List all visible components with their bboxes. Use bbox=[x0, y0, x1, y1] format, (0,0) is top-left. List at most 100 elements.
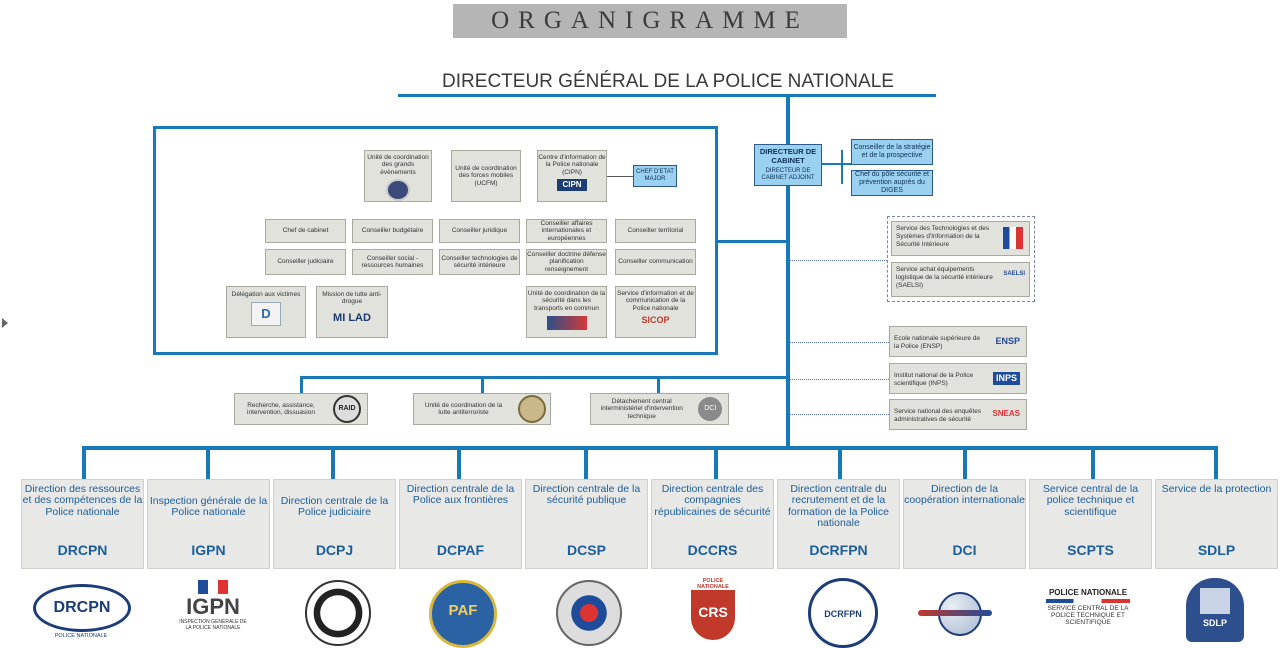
direction-name: Direction centrale de la Police aux fron… bbox=[406, 483, 515, 507]
uc-transports-label: Unité de coordination de la sécurité dan… bbox=[527, 290, 606, 312]
direction-name: Direction centrale de la Police judiciai… bbox=[280, 495, 389, 519]
dci-swoosh bbox=[918, 610, 992, 616]
direction-abbr: DCPJ bbox=[315, 542, 354, 558]
cabinet-vlink bbox=[841, 150, 843, 184]
school-logo: ENSP bbox=[995, 336, 1020, 346]
igpn-flag-icon bbox=[198, 580, 228, 594]
direction-abbr: DCSP bbox=[567, 542, 606, 558]
raid-label: Recherche, assistance, intervention, dis… bbox=[247, 401, 315, 416]
conseiller-label: Conseiller judiciaire bbox=[277, 258, 334, 266]
delegation-victimes-box: Délégation aux victimes D bbox=[226, 286, 306, 338]
sdlp-logo-text: SDLP bbox=[1202, 618, 1227, 628]
direction-box: Service central de la police technique e… bbox=[1029, 479, 1152, 569]
direction-name: Service central de la police technique e… bbox=[1042, 483, 1139, 518]
drcpn-logo-ellipse-icon: DRCPN bbox=[33, 584, 131, 632]
direction-box: Inspection générale de la Police nationa… bbox=[147, 479, 270, 569]
uc-transports-logo-icon bbox=[546, 316, 587, 331]
direction-box: Direction centrale de la Police judiciai… bbox=[273, 479, 396, 569]
saelsi-logo: SAELSI bbox=[1003, 271, 1025, 277]
units-hline bbox=[300, 376, 788, 379]
school-logo: SNEAS bbox=[992, 409, 1020, 418]
service-label: Service achat équipements logistique de … bbox=[896, 266, 993, 289]
direction-box: Direction centrale de la sécurité publiq… bbox=[525, 479, 648, 569]
uc-grands-evenements-emblem-icon bbox=[386, 179, 410, 201]
uc-grands-evenements-box: Unité de coordination des grands évèneme… bbox=[364, 150, 432, 202]
dcit-label: Détachement central interministériel d'i… bbox=[600, 397, 683, 420]
mission-antidrogue-box: Mission de lutte anti-drogue MI LAD bbox=[316, 286, 388, 338]
direction-name: Direction centrale de la sécurité publiq… bbox=[532, 483, 641, 507]
conseiller-box: Conseiller territorial bbox=[615, 219, 696, 243]
direction-name: Direction centrale des compagnies républ… bbox=[654, 483, 771, 518]
left-expand-icon[interactable] bbox=[2, 318, 8, 328]
igpn-logo: IGPN INSPECTION GÉNÉRALE DE LA POLICE NA… bbox=[178, 580, 248, 642]
units-drop bbox=[481, 376, 484, 394]
conseiller-label: Conseiller juridique bbox=[451, 227, 508, 235]
ucfm-label: Unité de coordination des forces mobiles… bbox=[455, 164, 517, 187]
direction-drop bbox=[331, 446, 335, 479]
direction-drop bbox=[457, 446, 461, 479]
direction-abbr: DCI bbox=[952, 542, 977, 558]
conseiller-label: Conseiller budgétaire bbox=[361, 227, 424, 235]
school-label: Institut national de la Police scientifi… bbox=[894, 372, 974, 387]
direction-box: Direction des ressources et des compéten… bbox=[21, 479, 144, 569]
direction-abbr: IGPN bbox=[191, 542, 226, 558]
conseiller-label: Conseiller technologies de sécurité inté… bbox=[441, 254, 518, 269]
ucfm-box: Unité de coordination des forces mobiles… bbox=[451, 150, 521, 202]
units-drop bbox=[300, 376, 303, 394]
cipn-logo: CIPN bbox=[557, 179, 587, 191]
milad-logo: MI LAD bbox=[333, 311, 371, 324]
conseiller-label: Conseiller doctrine défense planificatio… bbox=[527, 250, 606, 273]
conseiller-box: Conseiller communication bbox=[615, 249, 696, 275]
dcrfpn-logo: DCRFPN bbox=[808, 578, 878, 648]
direction-name: Service de la protection bbox=[1161, 483, 1272, 495]
frame-link bbox=[718, 240, 788, 243]
direction-drop bbox=[1091, 446, 1095, 479]
school-box: Service national des enquêtes administra… bbox=[889, 399, 1027, 430]
direction-box: Direction centrale de la Police aux fron… bbox=[399, 479, 522, 569]
school-label: Service national des enquêtes administra… bbox=[894, 408, 982, 423]
direction-abbr: DCCRS bbox=[687, 542, 738, 558]
cipn-box: Centre d'information de la Police nation… bbox=[537, 150, 607, 202]
cipn-label: Centre d'information de la Police nation… bbox=[538, 154, 606, 176]
directions-hline bbox=[82, 446, 1218, 450]
cabinet-link bbox=[821, 163, 851, 165]
scpts-stripe-icon bbox=[1046, 599, 1130, 603]
service-label: Service des Technologies et des Systèmes… bbox=[896, 225, 990, 248]
sicop-box: Service d'information et de communicatio… bbox=[615, 286, 696, 338]
scpts-logo-top: POLICE NATIONALE bbox=[1048, 588, 1128, 597]
dg-underline bbox=[398, 94, 936, 97]
conseiller-box: Conseiller technologies de sécurité inté… bbox=[439, 249, 520, 275]
direction-abbr: SCPTS bbox=[1067, 542, 1114, 558]
raid-logo: RAID bbox=[333, 395, 361, 423]
dcrfpn-logo-text: DCRFPN bbox=[824, 609, 862, 619]
sicop-label: Service d'information et de communicatio… bbox=[617, 290, 694, 312]
direction-drop bbox=[1214, 446, 1218, 479]
conseiller-label: Conseiller affaires internationales et e… bbox=[540, 219, 593, 242]
direction-drop bbox=[206, 446, 210, 479]
sdlp-building-icon bbox=[1200, 588, 1230, 614]
direction-name: Direction centrale du recrutement et de … bbox=[788, 483, 889, 529]
etat-major-frame bbox=[153, 126, 718, 355]
igpn-logo-text: IGPN bbox=[186, 594, 240, 619]
chef-pole-box: Chef du pôle sécurité et prévention aupr… bbox=[851, 170, 933, 196]
services-group bbox=[887, 216, 1035, 302]
services-link bbox=[790, 260, 887, 261]
direction-name: Inspection générale de la Police nationa… bbox=[149, 495, 268, 519]
direction-box: Direction de la coopération internationa… bbox=[903, 479, 1026, 569]
conseiller-box: Chef de cabinet bbox=[265, 219, 346, 243]
directeur-adjoint-label: DIRECTEUR DE CABINET ADJOINT bbox=[761, 167, 815, 181]
page-title: ORGANIGRAMME bbox=[453, 4, 847, 38]
dcsp-logo-icon bbox=[556, 580, 622, 646]
dccrs-logo-text: CRS bbox=[698, 604, 728, 620]
direction-drop bbox=[584, 446, 588, 479]
conseiller-label: Conseiller communication bbox=[618, 258, 693, 266]
conseiller-box: Conseiller doctrine défense planificatio… bbox=[526, 249, 607, 275]
raid-box: Recherche, assistance, intervention, dis… bbox=[234, 393, 368, 425]
drcpn-logo-text: DRCPN bbox=[53, 599, 111, 616]
chef-etat-major-label: CHEF D'ETAT MAJOR bbox=[636, 169, 674, 182]
conseiller-label: Conseiller social - ressources humaines bbox=[361, 254, 424, 269]
schools-link bbox=[790, 414, 889, 415]
conseiller-label: Chef de cabinet bbox=[282, 227, 329, 235]
school-box: Ecole nationale supérieure de la Police … bbox=[889, 326, 1027, 357]
direction-abbr: DRCPN bbox=[57, 542, 108, 558]
